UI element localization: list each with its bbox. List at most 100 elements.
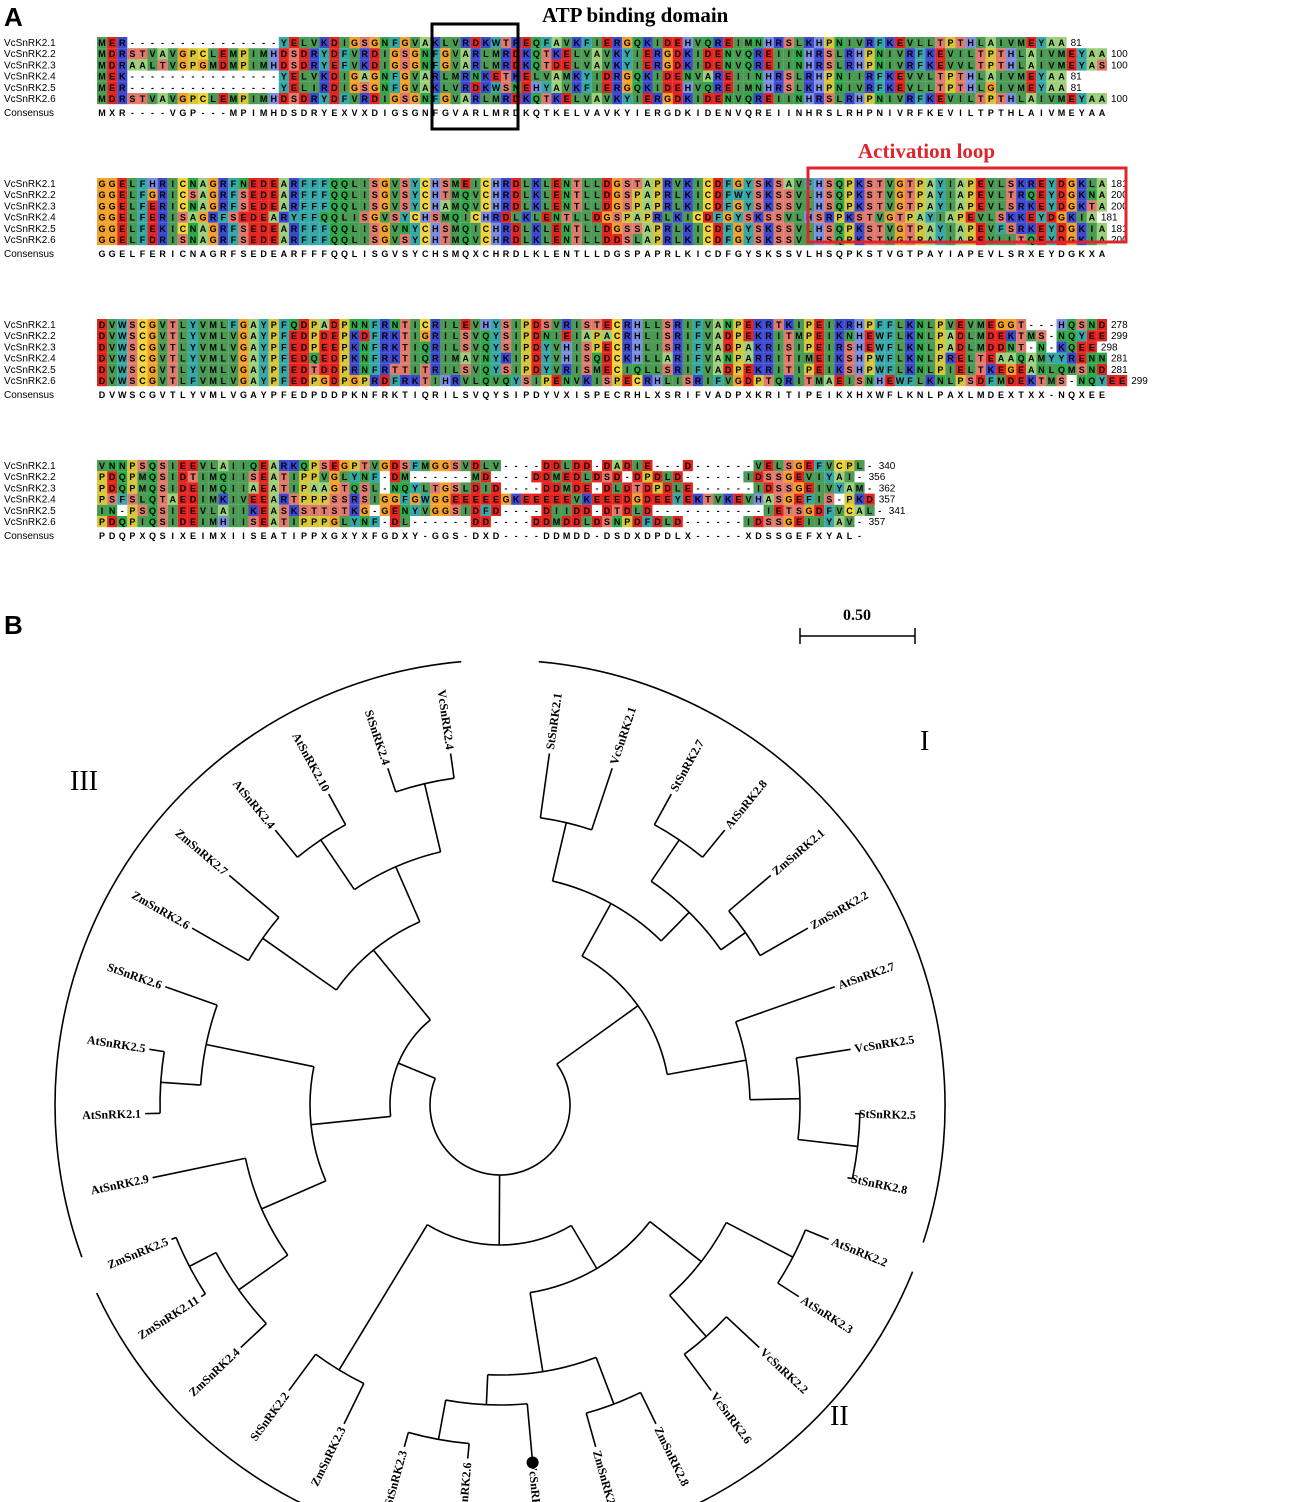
residue-cell: [874, 70, 885, 82]
residue-cell: [440, 493, 451, 505]
residue-cell: [783, 493, 794, 505]
residue-cell: [107, 493, 118, 505]
residue-letter: H: [493, 179, 500, 189]
residue-cell: [117, 222, 128, 234]
residue-cell: [137, 363, 148, 375]
residue-cell: [349, 234, 360, 246]
residue-letter: N: [563, 376, 570, 386]
consensus-letter: V: [473, 390, 479, 400]
sequence-name: VcSnRK2.1: [4, 38, 56, 49]
residue-letter: S: [129, 365, 135, 375]
consensus-letter: E: [766, 108, 772, 118]
residue-letter: V: [109, 376, 115, 386]
residue-letter: L: [342, 213, 348, 223]
residue-cell: [167, 93, 178, 105]
residue-cell: [925, 352, 936, 364]
residue-letter: Y: [281, 72, 287, 82]
residue-cell: [824, 37, 835, 49]
residue-letter: D: [624, 461, 631, 471]
residue-letter: L: [948, 376, 954, 386]
residue-cell: [763, 516, 774, 528]
residue-letter: -: [626, 472, 629, 482]
residue-cell: [773, 48, 784, 60]
residue-letter: I: [596, 38, 599, 48]
residue-letter: P: [867, 365, 873, 375]
residue-letter: R: [765, 320, 772, 330]
residue-cell: [884, 330, 895, 342]
residue-letter: C: [139, 342, 146, 352]
residue-cell: [531, 70, 542, 82]
residue-letter: K: [856, 495, 863, 505]
residue-cell: [551, 200, 562, 212]
residue-cell: [804, 93, 815, 105]
residue-cell: [299, 460, 310, 472]
residue-letter: Y: [1048, 190, 1054, 200]
residue-letter: F: [322, 235, 328, 245]
residue-cell: [1066, 341, 1077, 353]
residue-cell: [369, 48, 380, 60]
residue-cell: [349, 363, 360, 375]
residue-letter: S: [665, 365, 671, 375]
consensus-letter: Y: [826, 531, 832, 541]
residue-cell: [1036, 363, 1047, 375]
residue-letter: F: [412, 461, 418, 471]
residue-cell: [137, 93, 148, 105]
residue-letter: C: [473, 213, 480, 223]
residue-letter: S: [584, 365, 590, 375]
residue-letter: I: [293, 472, 296, 482]
residue-cell: [379, 375, 390, 387]
residue-letter: R: [432, 354, 439, 364]
residue-cell: [480, 482, 491, 494]
residue-letter: -: [434, 472, 437, 482]
residue-letter: Y: [321, 94, 327, 104]
consensus-letter: V: [109, 390, 115, 400]
residue-letter: K: [432, 38, 439, 48]
consensus-letter: F: [806, 531, 812, 541]
residue-letter: S: [543, 320, 549, 330]
residue-cell: [703, 48, 714, 60]
consensus-letter: S: [372, 249, 378, 259]
residue-cell: [450, 93, 461, 105]
residue-cell: [844, 189, 855, 201]
residue-letter: W: [118, 354, 127, 364]
residue-cell: [410, 330, 421, 342]
residue-letter: R: [664, 179, 671, 189]
residue-cell: [884, 70, 895, 82]
residue-letter: R: [1018, 190, 1025, 200]
residue-cell: [773, 70, 784, 82]
consensus-letter: P: [129, 531, 135, 541]
residue-letter: N: [361, 472, 368, 482]
residue-cell: [642, 363, 653, 375]
residue-cell: [238, 471, 249, 483]
residue-letter: D: [473, 506, 480, 516]
residue-letter: G: [614, 201, 621, 211]
residue-letter: N: [190, 179, 197, 189]
residue-letter: I: [171, 190, 174, 200]
residue-letter: I: [384, 49, 387, 59]
residue-cell: [804, 330, 815, 342]
residue-letter: A: [1058, 72, 1065, 82]
residue-cell: [854, 352, 865, 364]
residue-cell: [975, 375, 986, 387]
residue-cell: [127, 211, 138, 223]
residue-letter: M: [745, 83, 753, 93]
residue-letter: E: [604, 342, 610, 352]
residue-cell: [137, 222, 148, 234]
residue-letter: -: [656, 461, 659, 471]
residue-letter: A: [957, 224, 964, 234]
residue-letter: S: [331, 506, 337, 516]
residue-letter: N: [846, 331, 853, 341]
residue-letter: I: [202, 517, 205, 527]
residue-cell: [379, 330, 390, 342]
residue-letter: T: [907, 224, 913, 234]
residue-letter: A: [644, 224, 651, 234]
consensus-letter: D: [624, 531, 631, 541]
residue-letter: N: [361, 320, 368, 330]
residue-letter: N: [351, 320, 358, 330]
residue-cell: [1036, 70, 1047, 82]
residue-cell: [652, 330, 663, 342]
residue-letter: Y: [190, 342, 196, 352]
residue-cell: [389, 471, 400, 483]
residue-cell: [652, 70, 663, 82]
residue-cell: [854, 178, 865, 190]
